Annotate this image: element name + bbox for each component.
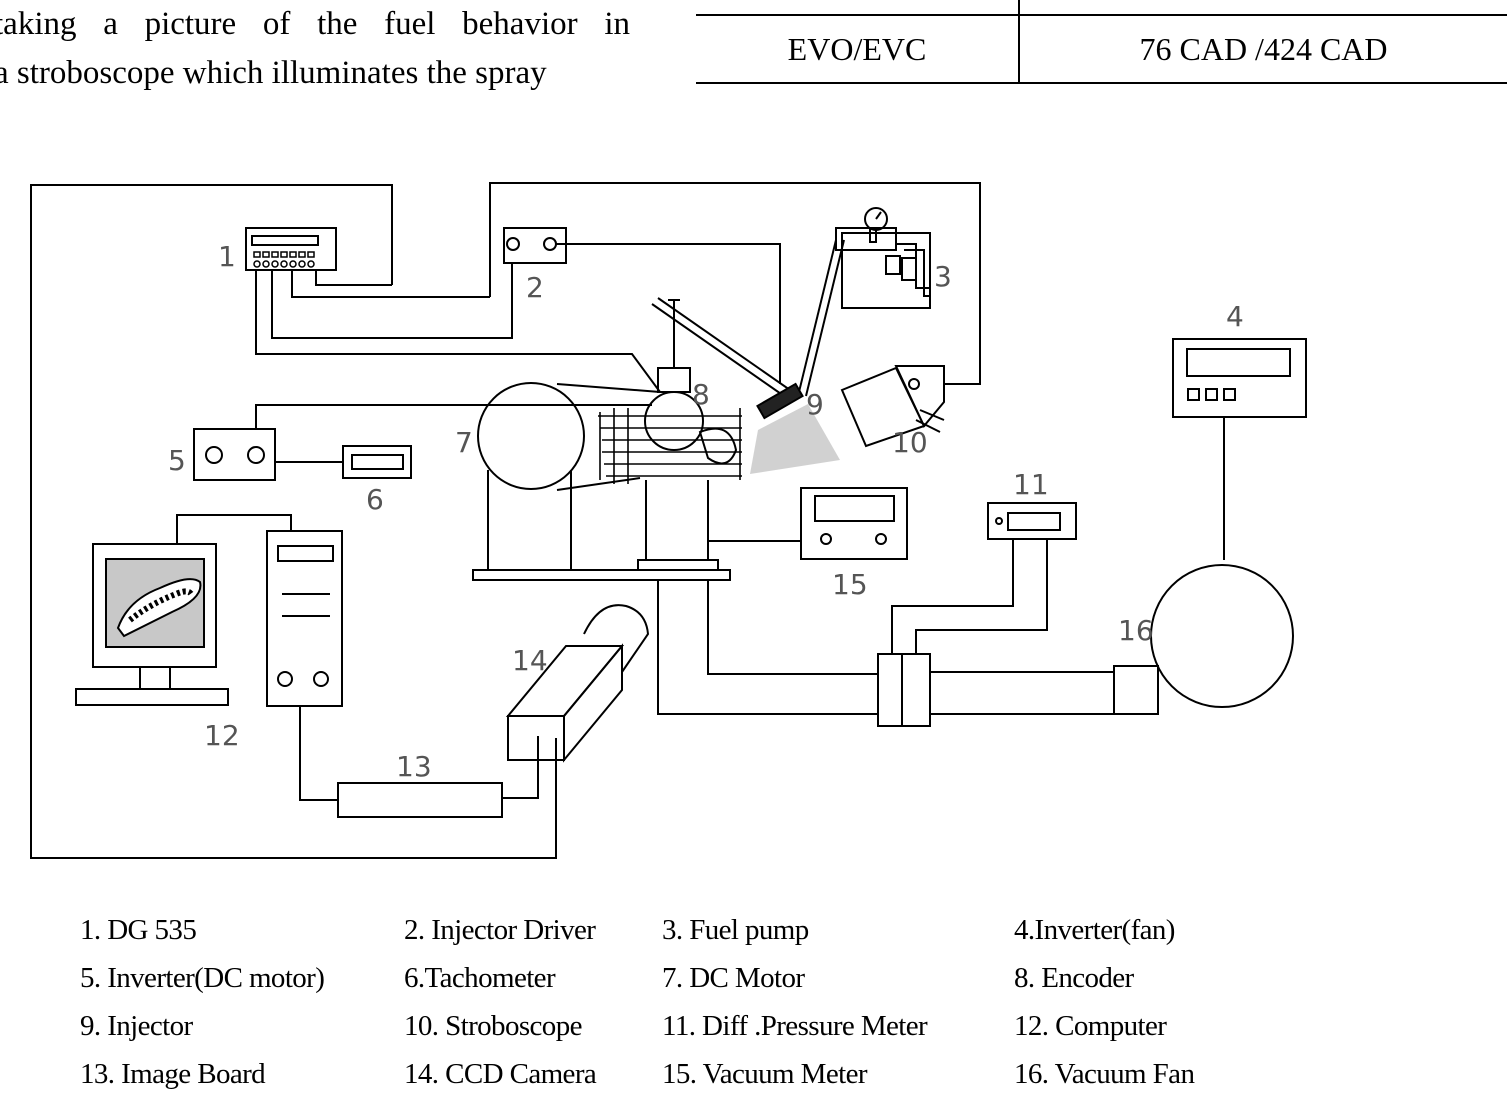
dc-motor-unit — [477, 382, 661, 570]
callout-5: 5 — [168, 444, 186, 477]
legend-item: 6.Tachometer — [404, 962, 556, 994]
vacuum-fan-icon — [1150, 564, 1294, 708]
wire-inverter-motor — [255, 404, 652, 429]
legend-row: 13. Image Board 14. CCD Camera 15. Vacuu… — [0, 1050, 1507, 1098]
injector-driver-unit — [503, 227, 567, 264]
stroboscope-lamp-icon — [840, 365, 945, 448]
wire-dg535-encoder — [255, 270, 661, 393]
image-board-unit — [337, 782, 503, 818]
body-text-line-2: a stroboscope which illuminates the spra… — [0, 55, 547, 91]
legend-item: 7. DC Motor — [662, 962, 805, 994]
legend-row: 5. Inverter(DC motor) 6.Tachometer 7. DC… — [0, 954, 1507, 1002]
callout-6: 6 — [366, 483, 384, 516]
injector-unit — [750, 382, 840, 474]
figure-legend: 1. DG 535 2. Injector Driver 3. Fuel pum… — [0, 906, 1507, 1106]
callout-7: 7 — [455, 426, 473, 459]
computer-tower — [266, 530, 343, 707]
inverter-dc-unit — [193, 428, 276, 481]
callout-10: 10 — [892, 426, 928, 459]
wire-monitor-tower — [176, 514, 292, 544]
callout-4: 4 — [1226, 300, 1244, 333]
wire-dg535-frame — [315, 270, 392, 286]
legend-item: 1. DG 535 — [80, 914, 197, 946]
inverter-fan-unit — [1172, 338, 1307, 418]
wire-dg535-driver-low — [271, 264, 513, 339]
legend-item: 13. Image Board — [80, 1058, 266, 1090]
callout-11: 11 — [1013, 468, 1049, 501]
legend-item: 3. Fuel pump — [662, 914, 809, 946]
wire-diff-pressure-b — [915, 539, 1048, 654]
diff-pressure-meter-unit — [987, 502, 1077, 540]
callout-14: 14 — [512, 644, 548, 677]
dg535-unit — [245, 227, 337, 271]
wire-imageboard-camera — [502, 736, 539, 799]
legend-item: 12. Computer — [1014, 1010, 1167, 1042]
legend-item: 4.Inverter(fan) — [1014, 914, 1175, 946]
wire-frame-top — [489, 182, 981, 385]
legend-item: 14. CCD Camera — [404, 1058, 597, 1090]
computer-monitor-icon — [75, 543, 229, 706]
spray-plume — [750, 404, 840, 474]
legend-item: 5. Inverter(DC motor) — [80, 962, 325, 994]
legend-row: 1. DG 535 2. Injector Driver 3. Fuel pum… — [0, 906, 1507, 954]
legend-item: 11. Diff .Pressure Meter — [662, 1010, 928, 1042]
callout-13: 13 — [396, 750, 432, 783]
callout-8: 8 — [692, 378, 710, 411]
table-top-rule — [696, 14, 1507, 16]
legend-item: 10. Stroboscope — [404, 1010, 582, 1042]
legend-item: 15. Vacuum Meter — [662, 1058, 868, 1090]
callout-12: 12 — [204, 719, 240, 752]
tachometer-unit — [342, 445, 412, 479]
callout-16: 16 — [1118, 614, 1154, 647]
table-column-rule — [1018, 0, 1020, 84]
experimental-setup-diagram: 1 2 3 4 5 6 7 8 9 10 11 12 13 14 15 16 — [0, 150, 1507, 880]
vacuum-meter-unit — [800, 487, 908, 560]
callout-15: 15 — [832, 568, 868, 601]
wire-frame-left — [30, 184, 557, 859]
wire-tower-imageboard — [299, 706, 338, 801]
parameter-table: EVO/EVC 76 CAD /424 CAD — [696, 0, 1507, 84]
intake-duct — [657, 580, 1159, 727]
callout-1: 1 — [218, 240, 236, 273]
table-cell-label: EVO/EVC — [787, 31, 927, 67]
legend-item: 8. Encoder — [1014, 962, 1134, 994]
wire-driver-injector — [556, 243, 781, 384]
callout-3: 3 — [934, 260, 952, 293]
ccd-camera-icon — [505, 604, 650, 763]
pressure-gauge-icon — [864, 207, 888, 231]
legend-row: 9. Injector 10. Stroboscope 11. Diff .Pr… — [0, 1002, 1507, 1050]
legend-item: 9. Injector — [80, 1010, 193, 1042]
body-text-fragment: taking a picture of the fuel behavior in… — [0, 0, 632, 98]
callout-2: 2 — [526, 271, 544, 304]
fuel-pump-unit — [797, 207, 931, 397]
legend-item: 2. Injector Driver — [404, 914, 596, 946]
table-cell-value: 76 CAD /424 CAD — [1139, 31, 1388, 67]
engine-base-plate — [472, 569, 731, 581]
callout-9: 9 — [806, 388, 824, 421]
wire-dg535-driver — [291, 270, 490, 298]
body-text-line-1: taking a picture of the fuel behavior in — [0, 6, 630, 42]
legend-item: 16. Vacuum Fan — [1014, 1058, 1195, 1090]
wire-diff-pressure-a — [891, 539, 1014, 654]
table-bottom-rule — [696, 82, 1507, 84]
